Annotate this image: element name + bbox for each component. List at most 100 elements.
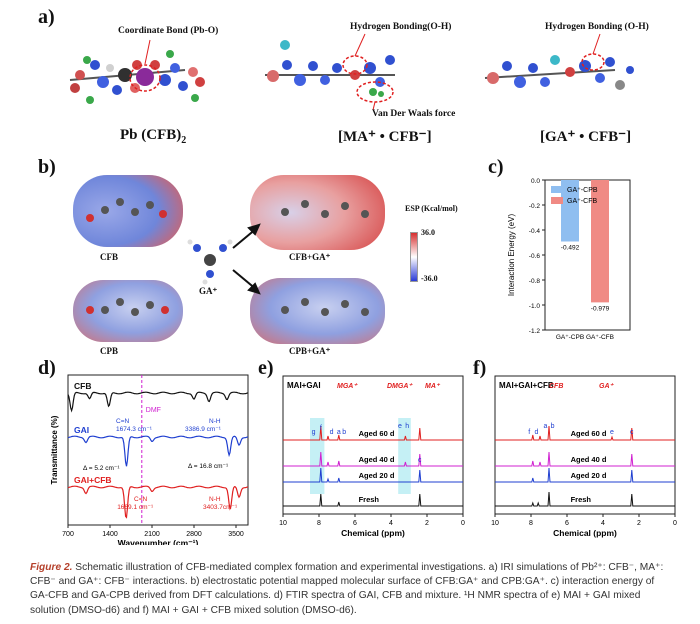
peak-letter-4: e xyxy=(610,429,614,436)
x-tick-label: 700 xyxy=(62,531,74,538)
esp-title: ESP (Kcal/mol) xyxy=(405,204,458,213)
dmf-label: DMF xyxy=(146,407,161,414)
x-axis-label: Chemical (ppm) xyxy=(341,528,405,538)
label-cfb: CFB xyxy=(100,252,118,262)
highlight-band-1 xyxy=(398,418,411,494)
annotation-hbond-ma: Hydrogen Bonding(O-H) xyxy=(350,22,452,32)
esp-cpb-ga xyxy=(250,278,385,344)
ann-cn-bot: C=N xyxy=(134,496,147,503)
molecule-pb-cfb2 xyxy=(69,39,205,104)
series-line-3 xyxy=(495,491,675,507)
series-label-3: Fresh xyxy=(359,495,380,504)
peak-letter-0: g xyxy=(312,429,316,436)
series-line-3 xyxy=(283,493,463,507)
x-tick-label: 10 xyxy=(491,520,499,527)
peak-letter-0: f xyxy=(528,429,530,436)
peak-letter-1: d xyxy=(534,429,538,436)
x-tick-label: 8 xyxy=(529,520,533,527)
series-label-2: Aged 20 d xyxy=(571,471,607,480)
legend-label-0: GA⁺-CPB xyxy=(567,187,598,194)
ann-nh-bot-val: 3403.7cm⁻¹ xyxy=(203,504,238,511)
y-tick-label: -0.8 xyxy=(529,278,541,285)
panel-d-label: d) xyxy=(38,357,56,379)
species-label-1: GA⁺ xyxy=(599,383,615,390)
x-tick-label-1: GA⁺-CFB xyxy=(586,334,614,341)
legend-label-1: GA⁺-CFB xyxy=(567,198,597,205)
panel-a-label: a) xyxy=(38,6,55,28)
panel-f-label: f) xyxy=(473,357,487,379)
esp-cpb xyxy=(73,280,183,342)
y-axis-label: Interaction Energy (eV) xyxy=(507,214,516,297)
y-tick-label: 0.0 xyxy=(531,178,540,185)
x-tick-label: 10 xyxy=(279,520,287,527)
peak-letter-3: a xyxy=(337,429,341,436)
peak-letter-6: h xyxy=(405,423,409,430)
series-line-2 xyxy=(283,467,463,483)
series-label-0: CFB xyxy=(74,381,91,391)
series-label-1: Aged 40 d xyxy=(571,455,607,464)
ann-nh-bot: N-H xyxy=(209,496,221,503)
chart-title: MAI+GAI xyxy=(287,381,321,390)
x-tick-label: 3500 xyxy=(228,531,244,538)
x-tick-label: 2 xyxy=(637,520,641,527)
ann-cn-top: C=N xyxy=(116,418,129,425)
panel-b-esp-surfaces xyxy=(73,175,385,344)
esp-max: 36.0 xyxy=(421,228,435,237)
x-tick-label: 6 xyxy=(565,520,569,527)
peak-letter-7: c xyxy=(418,457,422,464)
caption-fig-label: Figure 2. xyxy=(30,562,73,573)
x-tick-label: 4 xyxy=(601,520,605,527)
y-tick-label: -0.6 xyxy=(529,253,541,260)
legend-swatch-1 xyxy=(551,197,563,204)
annotation-hbond-ga: Hydrogen Bonding (O-H) xyxy=(545,22,649,32)
series-label-1: GAI xyxy=(74,425,89,435)
species-label-2: MA⁺ xyxy=(425,383,441,390)
chart-title: MAI+GAI+CFB xyxy=(499,381,554,390)
ann-cn-top-val: 1674.3 cm⁻¹ xyxy=(116,426,153,433)
plot-frame xyxy=(67,374,249,526)
series-label-1: Aged 40 d xyxy=(359,455,395,464)
series-line-1 xyxy=(283,451,463,467)
annotation-coordinate-bond: Coordinate Bond (Pb-O) xyxy=(118,26,219,36)
series-label-2: GAI+CFB xyxy=(74,475,112,485)
x-tick-label-0: GA⁺-CPB xyxy=(556,334,584,341)
x-axis-label: Chemical (ppm) xyxy=(553,528,617,538)
title-ma-cfb: [MA⁺ • CFB⁻] xyxy=(338,129,432,145)
molecule-ma-cfb xyxy=(265,33,395,111)
x-axis-label: Wavenumber (cm⁻¹) xyxy=(118,538,199,545)
panel-c-label: c) xyxy=(488,156,504,178)
esp-cfb-ga xyxy=(250,175,385,250)
esp-min: -36.0 xyxy=(421,274,438,283)
series-line-0 xyxy=(495,425,675,441)
x-tick-label: 0 xyxy=(673,520,677,527)
esp-cfb xyxy=(73,175,183,247)
x-tick-label: 8 xyxy=(317,520,321,527)
panel-a-molecules xyxy=(69,33,634,111)
x-tick-label: 6 xyxy=(353,520,357,527)
series-line-2 xyxy=(495,467,675,483)
y-tick-label: -0.2 xyxy=(529,203,541,210)
label-cpb: CPB xyxy=(100,346,118,356)
legend-swatch-0 xyxy=(551,186,563,193)
ann-cn-bot-val: 1669.1 cm⁻¹ xyxy=(117,504,154,511)
x-tick-label: 4 xyxy=(389,520,393,527)
peak-letter-1: f xyxy=(320,425,322,432)
y-tick-label: -1.0 xyxy=(529,303,541,310)
x-tick-label: 1400 xyxy=(102,531,118,538)
ann-nh-top-val: 3386.9 cm⁻¹ xyxy=(185,426,222,433)
ann-nh-top: N-H xyxy=(209,418,221,425)
label-cfb-ga: CFB+GA⁺ xyxy=(289,252,331,262)
plot-frame xyxy=(282,375,464,515)
x-tick-label: 2800 xyxy=(186,531,202,538)
y-axis-label: Transmittance (%) xyxy=(50,415,59,484)
series-label-0: Aged 60 d xyxy=(359,429,395,438)
peak-letter-4: b xyxy=(342,429,346,436)
series-label-2: Aged 20 d xyxy=(359,471,395,480)
series-line-0 xyxy=(67,391,249,413)
annotation-vdw: Van Der Waals force xyxy=(372,109,456,119)
series-line-1 xyxy=(67,435,249,467)
panel-b-label: b) xyxy=(38,156,56,178)
